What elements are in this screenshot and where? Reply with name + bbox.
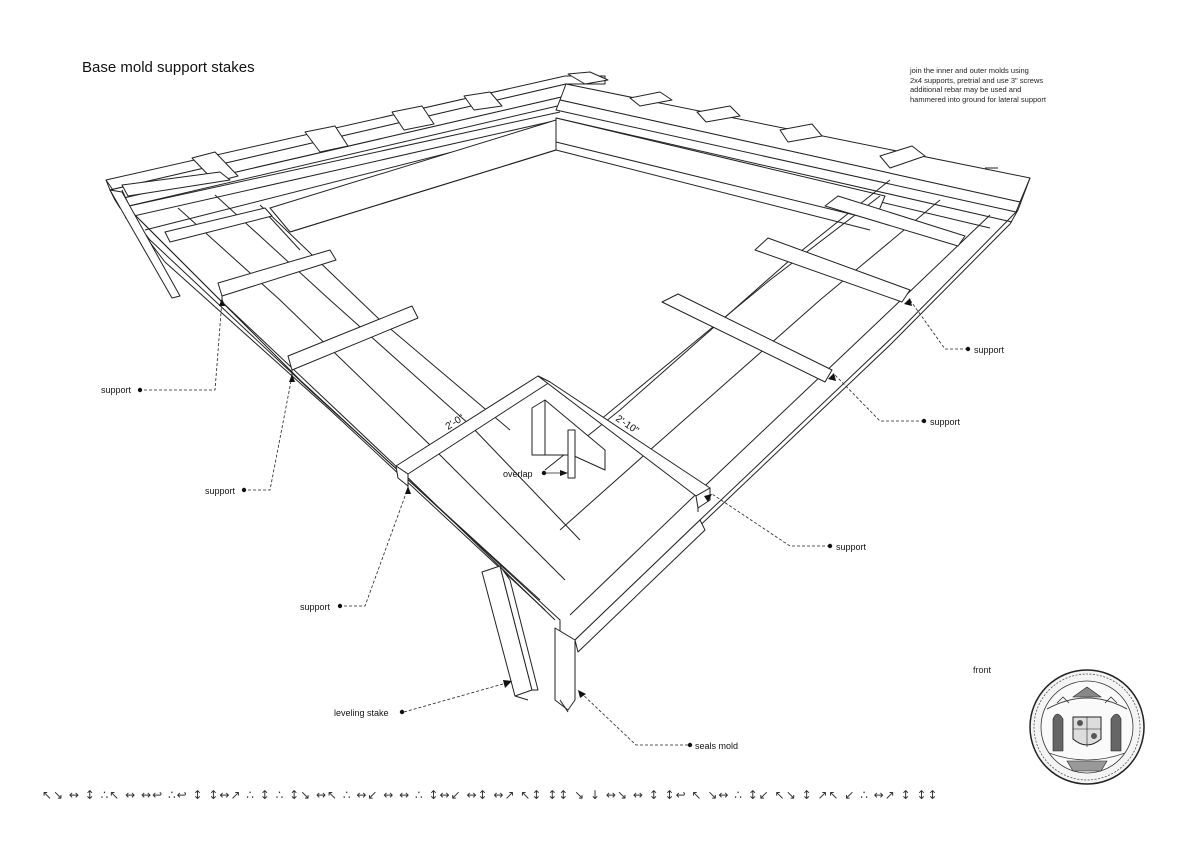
callout-support-5: support: [930, 417, 961, 427]
leader-seals-mold: [579, 691, 688, 746]
leader-support-1: [144, 299, 223, 391]
leader-support-3: [344, 487, 409, 607]
footer-glyph-strip: ↖↘ ↔ ↕ ∴↖ ↔ ↔↩ ∴↩ ↕ ↕↔↗ ∴ ↕ ∴ ↕↘ ↔↖ ∴ ↔↙…: [42, 788, 939, 802]
left-stake: [109, 189, 181, 299]
callout-support-3: support: [300, 602, 331, 612]
note-line: hammered into ground for lateral support: [910, 94, 1046, 104]
leader-leveling-stake: [403, 681, 511, 713]
seal-emblem: [1029, 669, 1145, 785]
note-line: 2x4 supports, pretrial and use 3" screws: [910, 75, 1044, 85]
support-boards-front-left: [121, 171, 419, 378]
support-boards-back-right: [629, 91, 998, 169]
note-line: additional rebar may be used and: [910, 85, 1022, 94]
leveling-stake: [481, 565, 539, 701]
leader-support-2: [248, 375, 293, 491]
leader-support-6: [711, 493, 830, 547]
instruction-note: join the inner and outer molds using 2x4…: [910, 66, 1046, 104]
callout-support-6: support: [836, 542, 867, 552]
overlap-corner: [531, 399, 606, 479]
callout-support-1: support: [101, 385, 132, 395]
front-support-frame: [395, 375, 711, 512]
front-corner-block: [554, 519, 706, 713]
leader-support-4: [909, 299, 968, 350]
callout-overlap: overlap: [503, 469, 533, 479]
leader-lines: [144, 299, 968, 746]
front-label: front: [973, 665, 992, 675]
note-line: join the inner and outer molds using: [910, 66, 1029, 75]
support-boards-back-left: [191, 71, 609, 183]
leader-support-5: [834, 374, 924, 422]
support-boards-front-right: [661, 195, 966, 383]
callout-seals-mold: seals mold: [695, 741, 738, 751]
callout-support-4: support: [974, 345, 1005, 355]
callout-leveling-stake: leveling stake: [334, 708, 389, 718]
leader-dots: [137, 298, 971, 748]
page-title: Base mold support stakes: [82, 59, 255, 76]
callout-support-2: support: [205, 486, 236, 496]
